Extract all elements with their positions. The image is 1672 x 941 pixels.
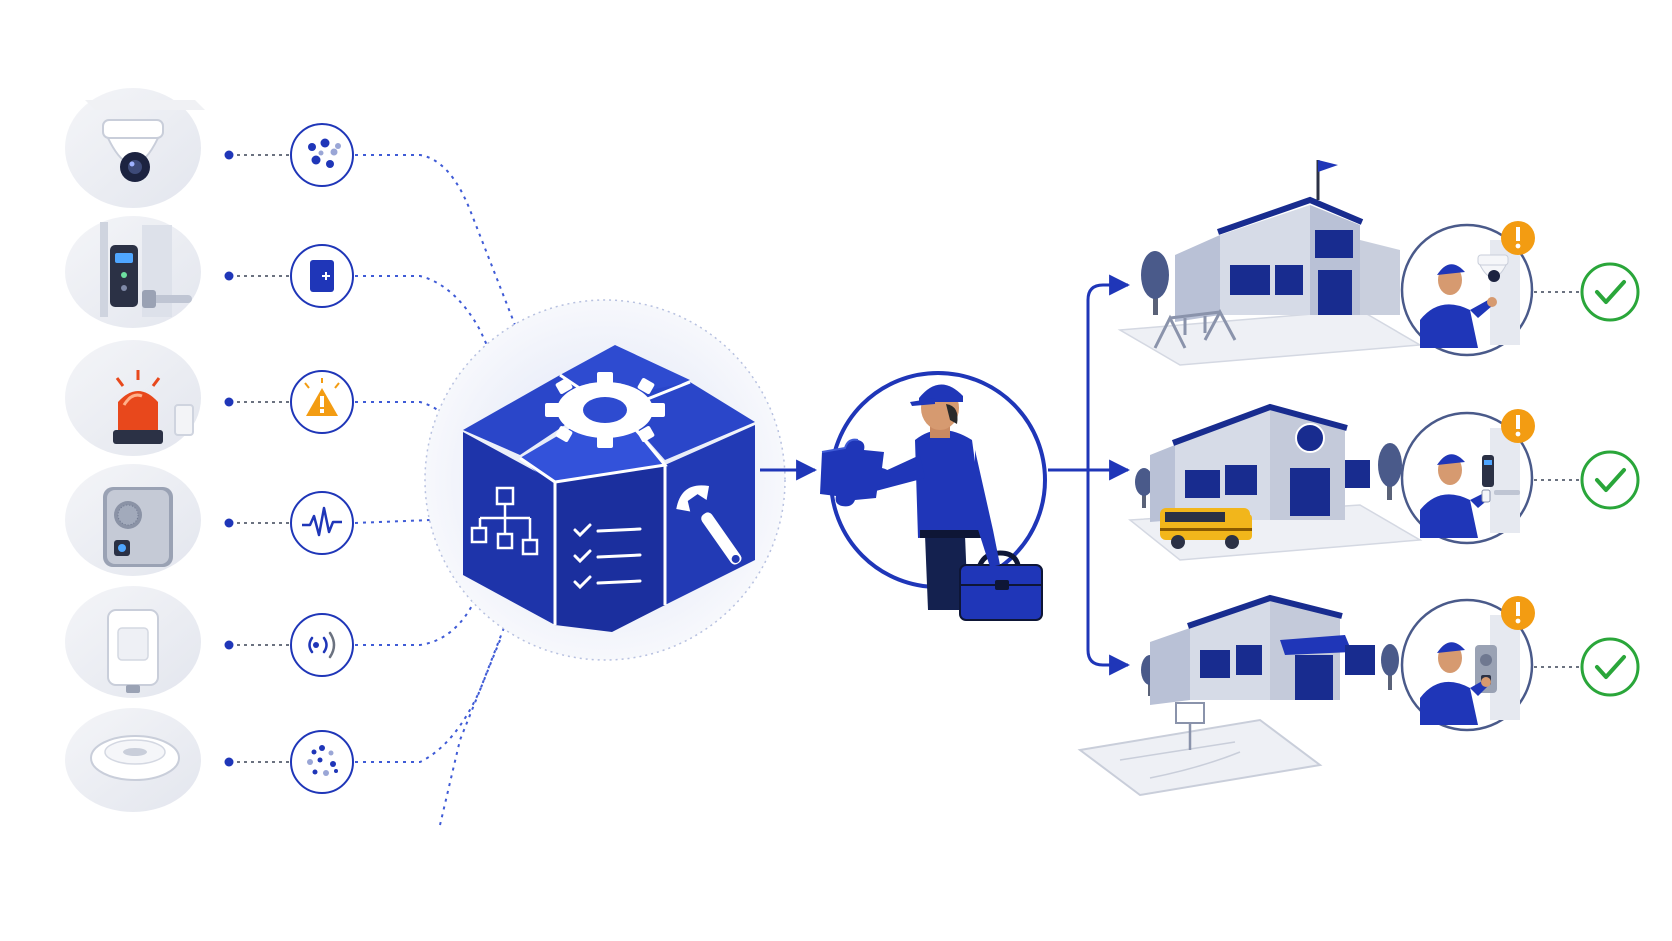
device-smoke-detector bbox=[65, 708, 201, 812]
site-school-with-bus bbox=[1128, 403, 1640, 561]
service-visit-2 bbox=[1400, 409, 1535, 545]
badge-intercom bbox=[290, 491, 354, 555]
puzzle-piece-icon bbox=[820, 438, 891, 507]
service-visit-1 bbox=[1400, 221, 1535, 357]
checklist-icon bbox=[573, 523, 642, 590]
device-alarm-beacon bbox=[65, 340, 201, 456]
toolbox-icon bbox=[959, 550, 1043, 621]
exclamation-icon bbox=[1501, 409, 1535, 443]
intercom-speaker-icon bbox=[103, 487, 173, 567]
wrench-icon bbox=[676, 485, 742, 565]
device-security-camera bbox=[65, 88, 205, 208]
tree bbox=[1135, 443, 1402, 508]
school-building-3 bbox=[1150, 594, 1375, 705]
site-school-with-court bbox=[1077, 594, 1640, 797]
technician-figure bbox=[820, 371, 1047, 621]
check-icon bbox=[1580, 262, 1640, 322]
device-short-connectors bbox=[230, 154, 290, 763]
service-visit-3 bbox=[1400, 596, 1535, 732]
device-connector-dots bbox=[224, 150, 234, 767]
arrow-to-site-3 bbox=[1086, 470, 1131, 676]
badge-smoke bbox=[290, 730, 354, 794]
waveform-icon bbox=[302, 506, 342, 537]
radio-signal-icon bbox=[308, 631, 336, 659]
school-building-1 bbox=[1175, 160, 1400, 322]
platform-hub bbox=[424, 299, 786, 661]
connector-extra bbox=[439, 639, 501, 826]
basketball-court bbox=[1077, 702, 1323, 797]
badge-alarm bbox=[290, 370, 354, 434]
flag-icon bbox=[1318, 160, 1338, 172]
connector-camera bbox=[355, 154, 516, 326]
alarm-siren-icon bbox=[113, 370, 163, 444]
connector-alarm bbox=[355, 401, 463, 446]
smoke-detector-icon bbox=[90, 735, 180, 781]
device-door-access-reader bbox=[65, 216, 201, 328]
connector-door bbox=[355, 275, 506, 386]
badge-camera bbox=[290, 123, 354, 187]
check-icon bbox=[1580, 637, 1640, 697]
door-lock-icon bbox=[110, 245, 192, 308]
connector-smoke bbox=[355, 624, 506, 763]
intercom-speaker-icon bbox=[1475, 645, 1497, 693]
device-motion-sensor bbox=[65, 586, 201, 698]
school-building-2 bbox=[1150, 403, 1370, 522]
access-card-icon bbox=[310, 260, 334, 292]
gear-icon bbox=[545, 372, 665, 448]
site-school-with-playground bbox=[1117, 160, 1640, 366]
motion-sensor-icon bbox=[107, 609, 159, 693]
badge-motion bbox=[290, 613, 354, 677]
camera-dome-icon bbox=[1477, 254, 1509, 282]
warning-triangle-icon bbox=[304, 378, 340, 416]
distribution-arrows bbox=[1048, 274, 1131, 676]
exclamation-icon bbox=[1501, 596, 1535, 630]
device-intercom bbox=[65, 464, 201, 576]
school-bus bbox=[1160, 508, 1252, 549]
camera-dome-icon bbox=[102, 119, 164, 182]
swing-set bbox=[1153, 308, 1237, 349]
hierarchy-icon bbox=[470, 486, 539, 556]
tree bbox=[1141, 251, 1169, 315]
exclamation-icon bbox=[1501, 221, 1535, 255]
entrance-awning bbox=[1280, 635, 1352, 655]
dots-cluster-icon bbox=[308, 138, 341, 168]
badge-door bbox=[290, 244, 354, 308]
device-badges bbox=[290, 123, 354, 794]
particles-icon bbox=[307, 745, 338, 776]
check-icon bbox=[1580, 450, 1640, 510]
arrow-to-site-1 bbox=[1086, 274, 1131, 470]
door-lock-icon bbox=[1482, 455, 1520, 495]
